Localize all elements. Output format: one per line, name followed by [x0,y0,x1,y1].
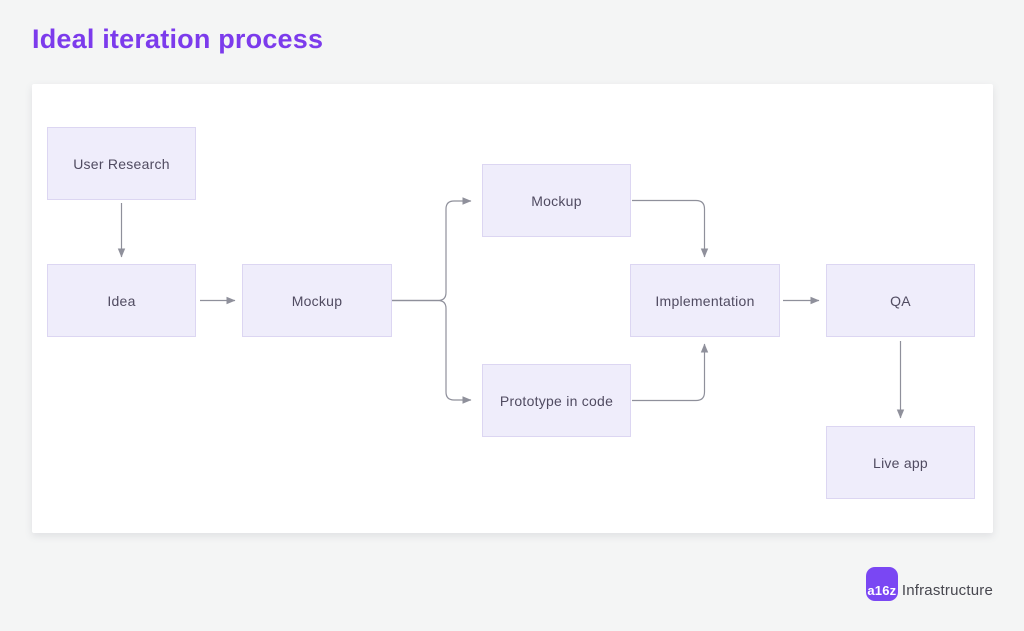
edge-prototype-in-code-to-implementation [632,343,709,402]
a16z-logo: a16z [865,567,898,601]
node-mockup-refined: Mockup [482,164,631,237]
node-user-research: User Research [47,127,196,200]
node-idea: Idea [47,264,196,337]
node-live-app: Live app [826,426,975,499]
edge-mockup-refined-to-implementation [632,199,709,258]
brand-name-label: Infrastructure [901,582,993,599]
node-implementation: Implementation [630,264,780,337]
a16z-logo-text: a16z [867,583,897,598]
node-qa: QA [826,264,975,337]
node-mockup-design: Mockup [242,264,392,337]
brand-footer: a16z Infrastructure [865,567,993,601]
page-title: Ideal iteration process [32,24,324,54]
edge-mockup-design-to-prototype-in-code [392,299,472,404]
node-prototype-in-code: Prototype in code [482,364,631,437]
edge-mockup-design-to-mockup-refined [392,197,472,302]
